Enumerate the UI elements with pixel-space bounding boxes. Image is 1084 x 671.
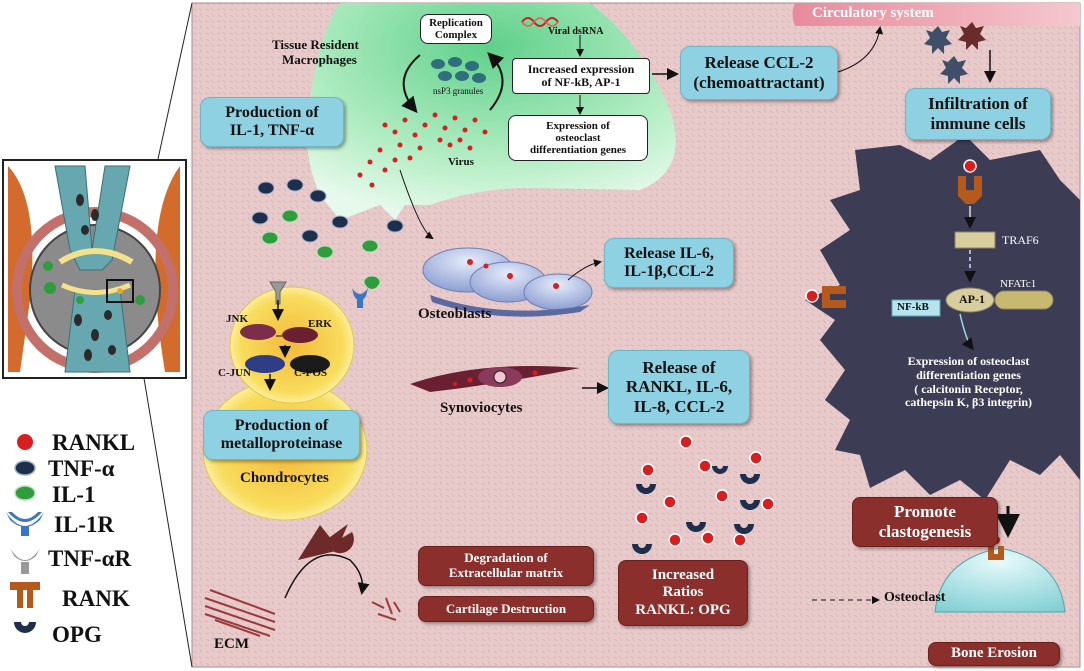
cjun-label: C-JUN <box>218 367 251 379</box>
legend-label-tnf-alpha-receptor: TNF-αR <box>48 546 132 571</box>
ecm-label: ECM <box>214 636 249 652</box>
jnk-label: JNK <box>226 313 248 325</box>
release-ccl2-box: Release CCL-2(chemoattractant) <box>680 46 838 100</box>
osteoclast-label: Osteoclast <box>884 590 946 605</box>
legend-icons <box>6 432 44 633</box>
nsp3-granules-label: nsP3 granules <box>433 86 484 96</box>
legend-label-opg: OPG <box>52 622 102 647</box>
viral-dsrna-label: Viral dsRNA <box>548 26 604 37</box>
legend-label-tnf-alpha: TNF-α <box>48 456 115 481</box>
cartilage-box: Cartilage Destruction <box>418 596 594 622</box>
cfos-label: C-FOS <box>294 367 327 379</box>
release-il6-box: Release IL-6,IL-1β,CCL-2 <box>604 238 734 288</box>
legend-label-rank: RANK <box>62 586 130 611</box>
osteoblasts-label: Osteoblasts <box>418 306 492 322</box>
virus-label: Virus <box>448 156 474 168</box>
nfatc1-label: NFATc1 <box>1000 278 1037 290</box>
legend-label-il1r: IL-1R <box>54 512 115 537</box>
erk-label: ERK <box>308 318 332 330</box>
legend-label-il1: IL-1 <box>52 482 96 507</box>
nfkb-label: NF-kB <box>897 301 929 313</box>
traf6-label: TRAF6 <box>1002 233 1039 247</box>
macrophages-label: Tissue Resident Macrophages <box>272 37 359 67</box>
bone-erosion-box: Bone Erosion <box>928 642 1060 666</box>
synoviocytes-label: Synoviocytes <box>440 400 523 416</box>
ap1-label: AP-1 <box>959 292 985 306</box>
chondrocytes-label: Chondrocytes <box>240 470 329 486</box>
joint-inset <box>2 159 187 379</box>
circulatory-label: Circulatory system <box>812 5 934 21</box>
legend-label-rankl: RANKL <box>52 430 136 455</box>
osteoclast-genes-label: Expression of osteoclast differentiation… <box>905 354 1032 410</box>
